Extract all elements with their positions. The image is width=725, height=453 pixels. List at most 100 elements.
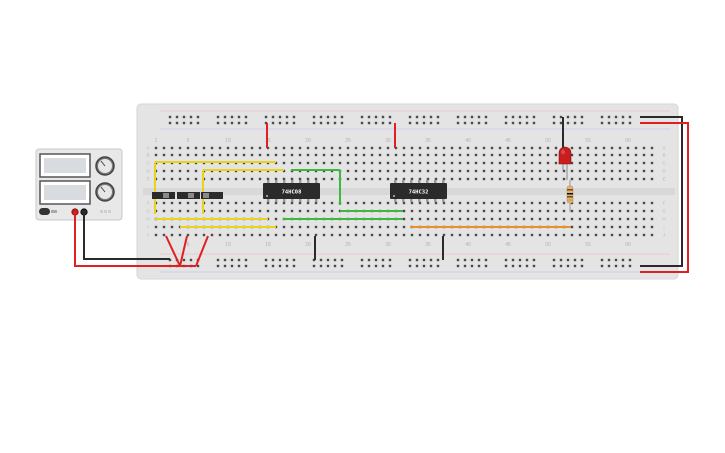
breadboard-hole[interactable] xyxy=(360,115,364,119)
breadboard-hole[interactable] xyxy=(522,146,526,150)
breadboard-hole[interactable] xyxy=(562,169,566,173)
breadboard-hole[interactable] xyxy=(628,121,632,125)
breadboard-hole[interactable] xyxy=(362,153,366,157)
breadboard-hole[interactable] xyxy=(522,177,526,181)
breadboard-hole[interactable] xyxy=(514,153,518,157)
breadboard-hole[interactable] xyxy=(578,217,582,221)
breadboard-hole[interactable] xyxy=(618,209,622,213)
breadboard-hole[interactable] xyxy=(506,146,510,150)
breadboard-hole[interactable] xyxy=(354,169,358,173)
breadboard-hole[interactable] xyxy=(418,233,422,237)
breadboard-hole[interactable] xyxy=(594,201,598,205)
breadboard-hole[interactable] xyxy=(266,233,270,237)
breadboard-hole[interactable] xyxy=(250,209,254,213)
breadboard-hole[interactable] xyxy=(546,233,550,237)
breadboard-hole[interactable] xyxy=(518,121,522,125)
breadboard-hole[interactable] xyxy=(570,209,574,213)
breadboard-hole[interactable] xyxy=(602,217,606,221)
breadboard-hole[interactable] xyxy=(614,115,618,119)
breadboard-hole[interactable] xyxy=(210,209,214,213)
breadboard-hole[interactable] xyxy=(450,177,454,181)
breadboard-hole[interactable] xyxy=(218,209,222,213)
breadboard-hole[interactable] xyxy=(634,217,638,221)
breadboard-hole[interactable] xyxy=(559,264,563,268)
breadboard-hole[interactable] xyxy=(223,258,227,262)
breadboard-hole[interactable] xyxy=(360,264,364,268)
breadboard-hole[interactable] xyxy=(319,258,323,262)
breadboard-hole[interactable] xyxy=(594,209,598,213)
breadboard-hole[interactable] xyxy=(594,153,598,157)
breadboard-hole[interactable] xyxy=(285,121,289,125)
breadboard-hole[interactable] xyxy=(434,169,438,173)
breadboard-hole[interactable] xyxy=(434,153,438,157)
breadboard-hole[interactable] xyxy=(650,233,654,237)
breadboard-hole[interactable] xyxy=(402,217,406,221)
breadboard-hole[interactable] xyxy=(538,153,542,157)
breadboard-hole[interactable] xyxy=(292,121,296,125)
breadboard-hole[interactable] xyxy=(506,161,510,165)
breadboard-hole[interactable] xyxy=(271,264,275,268)
switch-feed-wire-3[interactable] xyxy=(195,235,209,267)
breadboard-hole[interactable] xyxy=(610,225,614,229)
breadboard-hole[interactable] xyxy=(554,201,558,205)
breadboard-hole[interactable] xyxy=(626,225,630,229)
breadboard-hole[interactable] xyxy=(477,121,481,125)
breadboard-hole[interactable] xyxy=(458,177,462,181)
breadboard-hole[interactable] xyxy=(504,264,508,268)
breadboard-hole[interactable] xyxy=(162,169,166,173)
breadboard-hole[interactable] xyxy=(498,153,502,157)
breadboard-hole[interactable] xyxy=(530,161,534,165)
breadboard-hole[interactable] xyxy=(230,121,234,125)
breadboard-hole[interactable] xyxy=(234,177,238,181)
breadboard-hole[interactable] xyxy=(306,225,310,229)
breadboard-hole[interactable] xyxy=(642,201,646,205)
breadboard-hole[interactable] xyxy=(484,121,488,125)
breadboard-hole[interactable] xyxy=(573,264,577,268)
breadboard-hole[interactable] xyxy=(250,201,254,205)
breadboard-hole[interactable] xyxy=(546,146,550,150)
breadboard-hole[interactable] xyxy=(429,264,433,268)
breadboard-hole[interactable] xyxy=(522,169,526,173)
breadboard-hole[interactable] xyxy=(426,233,430,237)
breadboard-hole[interactable] xyxy=(602,177,606,181)
breadboard-hole[interactable] xyxy=(175,121,179,125)
breadboard-hole[interactable] xyxy=(362,169,366,173)
breadboard-hole[interactable] xyxy=(306,201,310,205)
breadboard-hole[interactable] xyxy=(578,161,582,165)
breadboard-hole[interactable] xyxy=(282,153,286,157)
breadboard-hole[interactable] xyxy=(154,146,158,150)
breadboard-hole[interactable] xyxy=(470,115,474,119)
breadboard-hole[interactable] xyxy=(162,153,166,157)
breadboard-hole[interactable] xyxy=(573,115,577,119)
breadboard-hole[interactable] xyxy=(282,201,286,205)
breadboard-hole[interactable] xyxy=(426,201,430,205)
breadboard-hole[interactable] xyxy=(290,146,294,150)
breadboard-hole[interactable] xyxy=(562,177,566,181)
breadboard-hole[interactable] xyxy=(378,233,382,237)
breadboard-hole[interactable] xyxy=(394,169,398,173)
breadboard-hole[interactable] xyxy=(312,264,316,268)
breadboard-hole[interactable] xyxy=(538,217,542,221)
breadboard-hole[interactable] xyxy=(194,201,198,205)
breadboard-hole[interactable] xyxy=(162,225,166,229)
breadboard-hole[interactable] xyxy=(580,264,584,268)
breadboard-hole[interactable] xyxy=(178,146,182,150)
breadboard-hole[interactable] xyxy=(394,233,398,237)
breadboard-hole[interactable] xyxy=(442,217,446,221)
breadboard-hole[interactable] xyxy=(330,161,334,165)
breadboard-hole[interactable] xyxy=(642,161,646,165)
breadboard-hole[interactable] xyxy=(594,177,598,181)
breadboard-hole[interactable] xyxy=(194,177,198,181)
breadboard-hole[interactable] xyxy=(370,161,374,165)
breadboard-hole[interactable] xyxy=(370,201,374,205)
breadboard-hole[interactable] xyxy=(244,258,248,262)
breadboard-hole[interactable] xyxy=(442,209,446,213)
breadboard-hole[interactable] xyxy=(426,146,430,150)
breadboard-hole[interactable] xyxy=(554,153,558,157)
breadboard-hole[interactable] xyxy=(378,201,382,205)
breadboard-hole[interactable] xyxy=(586,201,590,205)
breadboard-hole[interactable] xyxy=(415,121,419,125)
breadboard-hole[interactable] xyxy=(388,258,392,262)
breadboard-hole[interactable] xyxy=(186,233,190,237)
breadboard-hole[interactable] xyxy=(554,146,558,150)
